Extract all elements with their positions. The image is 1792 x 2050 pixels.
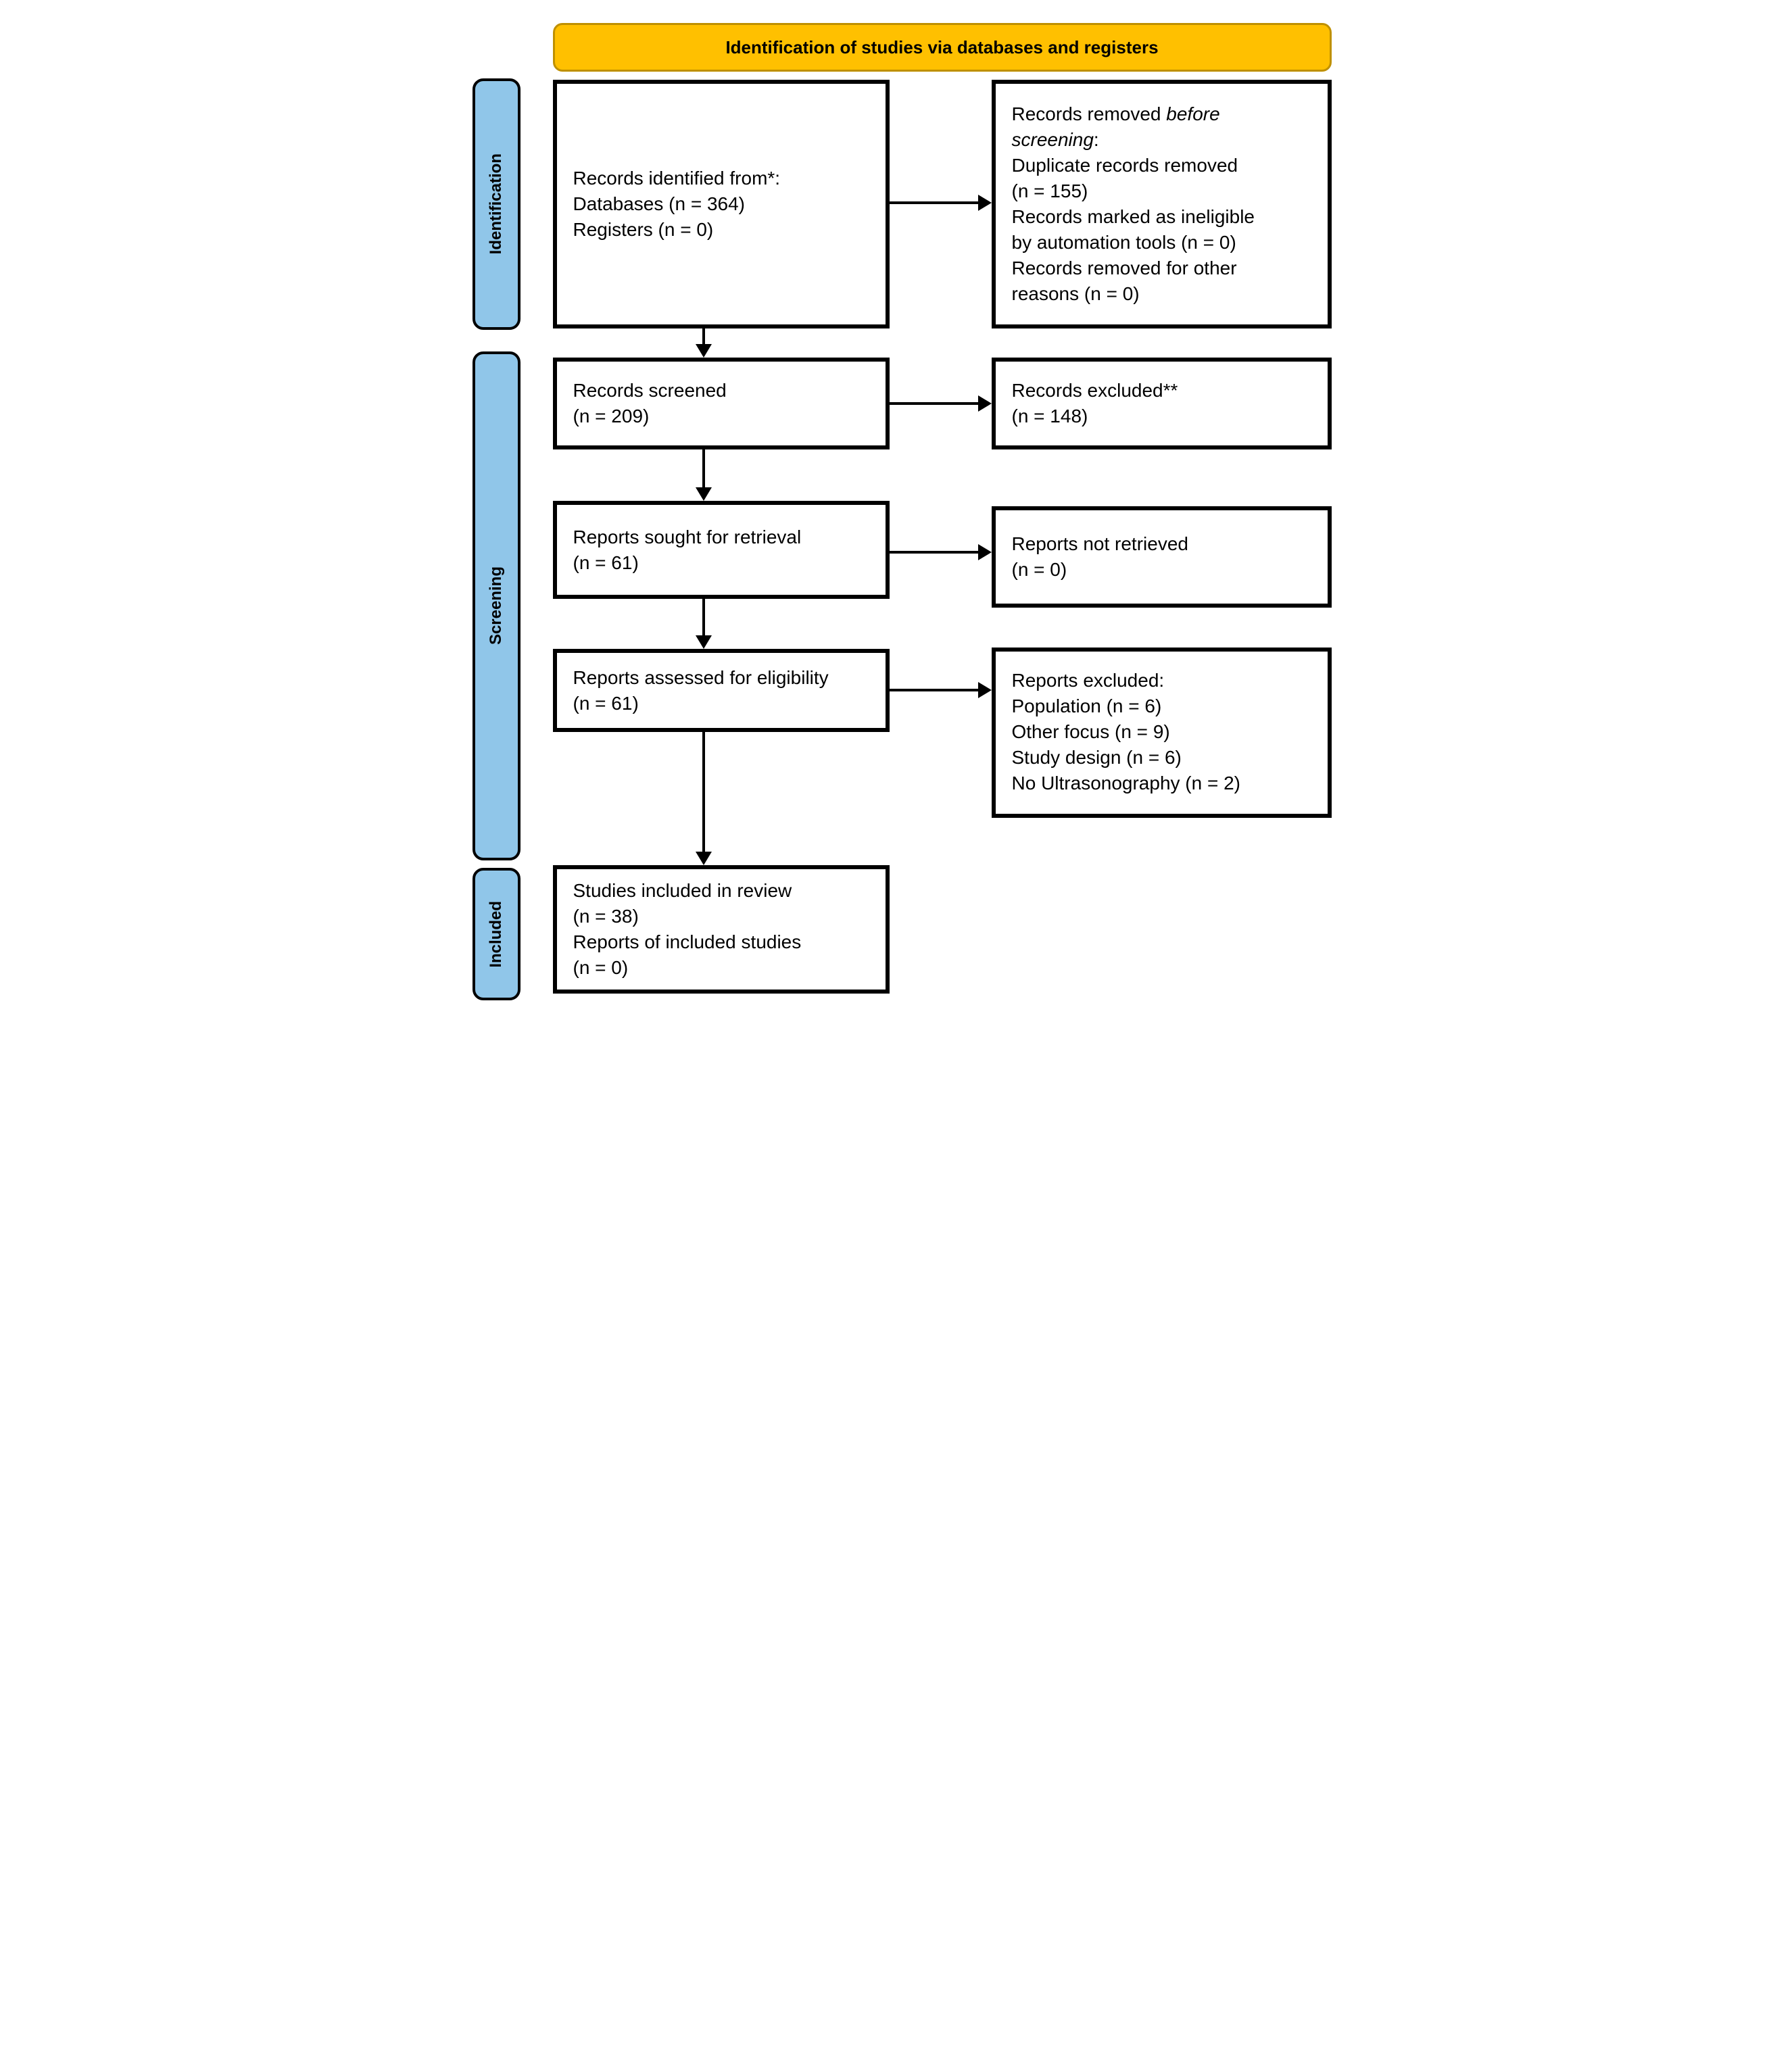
records-excluded-line1: Records excluded**: [1011, 380, 1178, 401]
stage-label-identification-text: Identification: [487, 153, 505, 255]
box-records-removed: Records removed before screening: Duplic…: [991, 80, 1332, 328]
reports-excluded-no-ultrasonography: No Ultrasonography (n = 2): [1011, 773, 1241, 794]
box-records-identified: Records identified from*: Databases (n =…: [552, 80, 890, 328]
reports-excluded-study-design: Study design (n = 6): [1011, 747, 1182, 768]
arrow-screened-to-excluded-head: [977, 395, 992, 412]
prisma-flow-diagram: Identification of studies via databases …: [447, 0, 1345, 1025]
studies-included-count: (n = 38): [573, 906, 639, 927]
arrow-identified-to-screened-shaft: [702, 328, 705, 345]
box-reports-sought: Reports sought for retrieval (n = 61): [552, 501, 890, 599]
arrow-sought-to-not-retrieved-head: [977, 544, 992, 560]
records-removed-ineligible-line2: by automation tools (n = 0): [1011, 232, 1236, 253]
reports-excluded-population: Population (n = 6): [1011, 695, 1162, 716]
records-removed-duplicates-line1: Duplicate records removed: [1011, 155, 1238, 176]
arrow-identified-to-screened-head: [695, 344, 712, 358]
records-removed-title-suffix: :: [1093, 129, 1099, 150]
arrow-assessed-to-reports-excluded-shaft: [888, 689, 979, 691]
records-identified-registers: Registers (n = 0): [573, 219, 714, 240]
reports-assessed-count: (n = 61): [573, 692, 639, 714]
reports-not-retrieved-line1: Reports not retrieved: [1011, 533, 1188, 554]
stage-label-screening-text: Screening: [487, 566, 505, 645]
records-screened-count: (n = 209): [573, 406, 650, 426]
stage-label-included: Included: [472, 868, 520, 1000]
stage-label-identification: Identification: [472, 78, 520, 330]
reports-sought-line1: Reports sought for retrieval: [573, 526, 802, 547]
reports-excluded-title: Reports excluded:: [1011, 670, 1165, 691]
stage-label-included-text: Included: [487, 900, 505, 968]
records-removed-other-line1: Records removed for other: [1011, 258, 1237, 278]
arrow-identified-to-removed-head: [977, 195, 992, 211]
reports-sought-count: (n = 61): [573, 552, 639, 573]
box-reports-excluded: Reports excluded: Population (n = 6) Oth…: [991, 648, 1332, 818]
reports-excluded-other-focus: Other focus (n = 9): [1011, 721, 1170, 742]
arrow-assessed-to-reports-excluded-head: [977, 682, 992, 698]
records-removed-title-text: Records removed: [1011, 103, 1167, 124]
arrow-screened-to-excluded-shaft: [888, 402, 979, 405]
records-removed-title-line2: screening:: [996, 127, 1328, 153]
reports-assessed-line1: Reports assessed for eligibility: [573, 666, 829, 688]
arrow-identified-to-removed-shaft: [888, 201, 979, 204]
arrow-sought-to-assessed-shaft: [702, 599, 705, 637]
arrow-sought-to-assessed-head: [695, 635, 712, 649]
reports-included-count: (n = 0): [573, 957, 629, 978]
records-removed-duplicates-line2: (n = 155): [1011, 180, 1088, 201]
records-identified-line1: Records identified from*:: [573, 168, 781, 189]
stage-label-screening: Screening: [472, 351, 520, 860]
box-reports-not-retrieved: Reports not retrieved (n = 0): [991, 506, 1332, 608]
arrow-screened-to-sought-shaft: [702, 449, 705, 489]
records-removed-title-line1: Records removed before: [996, 101, 1328, 127]
records-removed-ineligible-line1: Records marked as ineligible: [1011, 206, 1255, 227]
box-records-screened: Records screened (n = 209): [552, 358, 890, 449]
box-records-excluded: Records excluded** (n = 148): [991, 358, 1332, 449]
arrow-assessed-to-included-head: [695, 852, 712, 865]
records-excluded-count: (n = 148): [1011, 406, 1088, 426]
studies-included-line1: Studies included in review: [573, 880, 792, 901]
records-removed-title-italic2: screening: [1011, 129, 1094, 150]
records-removed-title-italic1: before: [1166, 103, 1220, 124]
reports-included-line: Reports of included studies: [573, 931, 802, 952]
records-identified-databases: Databases (n = 364): [573, 193, 746, 214]
header-title: Identification of studies via databases …: [725, 36, 1159, 57]
records-screened-line1: Records screened: [573, 380, 727, 401]
box-studies-included: Studies included in review (n = 38) Repo…: [552, 865, 890, 994]
records-removed-other-line2: reasons (n = 0): [1011, 283, 1140, 304]
arrow-sought-to-not-retrieved-shaft: [888, 551, 979, 554]
arrow-assessed-to-included-shaft: [702, 732, 705, 853]
header-banner: Identification of studies via databases …: [552, 23, 1332, 72]
arrow-screened-to-sought-head: [695, 487, 712, 501]
reports-not-retrieved-count: (n = 0): [1011, 559, 1067, 580]
box-reports-assessed: Reports assessed for eligibility (n = 61…: [552, 649, 890, 732]
